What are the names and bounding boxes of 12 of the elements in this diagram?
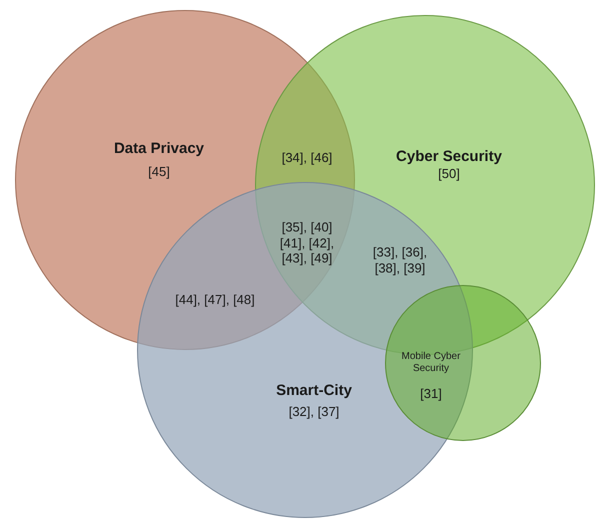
intersection-reference-list: [35], [40] [41], [42], [43], [49] bbox=[275, 220, 339, 266]
intersection-reference-list: [44], [47], [48] bbox=[150, 292, 280, 308]
intersection-reference-list: [34], [46] bbox=[262, 150, 352, 166]
reference-list: [45] bbox=[129, 164, 189, 180]
set-title: Mobile Cyber Security bbox=[400, 351, 462, 375]
reference-list: [31] bbox=[406, 386, 456, 402]
intersection-reference-list: [33], [36], [38], [39] bbox=[360, 244, 440, 276]
set-title: Cyber Security bbox=[395, 148, 503, 166]
set-title: Data Privacy bbox=[112, 140, 206, 158]
set-title: Smart-City bbox=[275, 382, 353, 400]
reference-list: [50] bbox=[419, 166, 479, 182]
reference-list: [32], [37] bbox=[264, 404, 364, 420]
